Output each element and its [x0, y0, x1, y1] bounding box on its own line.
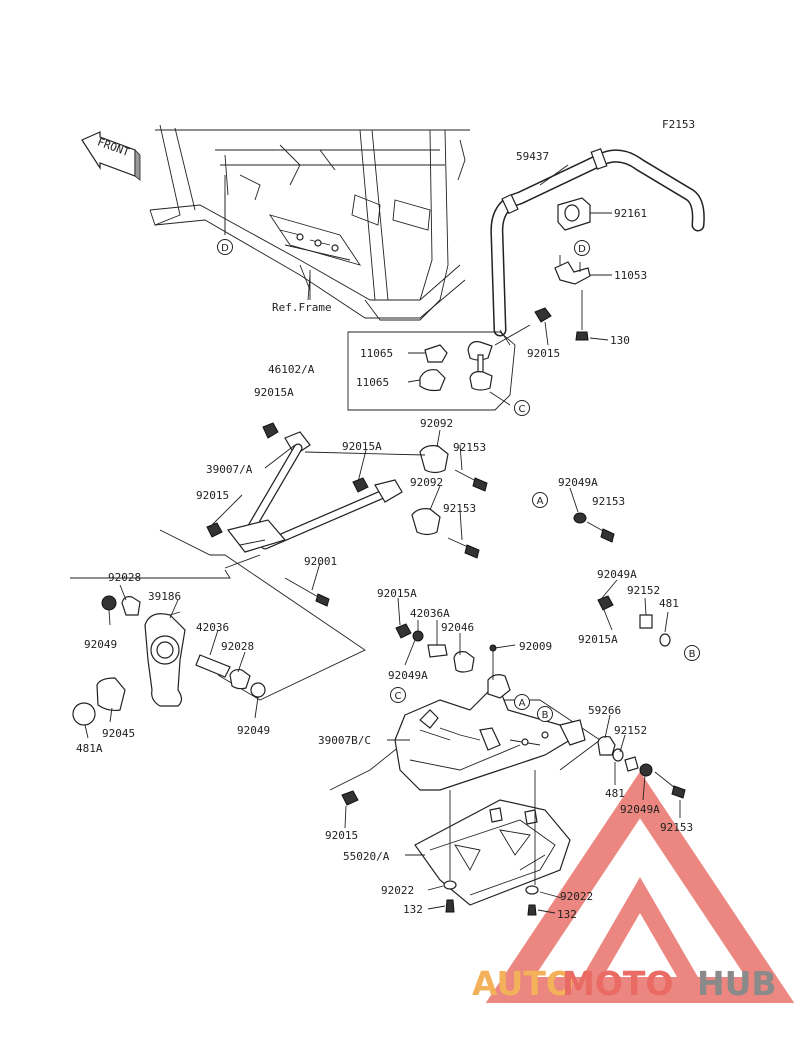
label-92045: 92045 [102, 727, 135, 740]
label-92092-b: 92092 [410, 476, 443, 489]
label-39186: 39186 [148, 590, 181, 603]
callout-b-right: B [684, 645, 700, 661]
svg-text:B: B [542, 710, 549, 721]
callout-d-clamp: D [574, 240, 590, 256]
label-92049a-b: 92049A [597, 568, 637, 581]
label-39007bc: 39007B/C [318, 734, 371, 747]
svg-text:A: A [537, 496, 544, 507]
leader-lines [84, 164, 681, 914]
label-11053: 11053 [614, 269, 647, 282]
label-92015-mid: 92015 [196, 489, 229, 502]
label-92153-a: 92153 [453, 441, 486, 454]
label-42036: 42036 [196, 621, 229, 634]
label-481-b: 481 [605, 787, 625, 800]
callout-b-lower: B [537, 706, 553, 722]
front-arrow-icon [81, 131, 141, 181]
frame-assembly [81, 124, 470, 321]
svg-text:HUB: HUB [697, 964, 777, 1003]
label-481-a: 481 [659, 597, 679, 610]
watermark-text: AUTO MOTO HUB [472, 964, 777, 1003]
lower-a-arm [394, 674, 586, 791]
svg-text:A: A [519, 698, 526, 709]
label-92015a-low: 92015A [377, 587, 417, 600]
label-39007a: 39007/A [206, 463, 253, 476]
label-130: 130 [610, 334, 630, 347]
stabilizer-link [419, 341, 511, 406]
svg-text:B: B [689, 649, 696, 660]
label-92022-b: 92022 [560, 890, 593, 903]
label-42036a: 42036A [410, 607, 450, 620]
watermark-logo [485, 771, 795, 1003]
svg-text:AUTO: AUTO [472, 964, 574, 1003]
callout-c-link: C [514, 400, 530, 416]
label-11065-a: 11065 [360, 347, 393, 360]
skid-plate [414, 799, 571, 906]
label-59266: 59266 [588, 704, 621, 717]
label-481a: 481A [76, 742, 103, 755]
label-92022-a: 92022 [381, 884, 414, 897]
svg-text:D: D [221, 243, 229, 254]
callout-a-lower: A [514, 694, 530, 710]
label-92049a-c: 92049A [388, 669, 428, 682]
svg-text:D: D [578, 244, 586, 255]
label-92049a-a: 92049A [558, 476, 598, 489]
label-92015-low: 92015 [325, 829, 358, 842]
bushing-92161 [557, 197, 591, 231]
stabilizer-bar [490, 148, 705, 346]
label-92153-d: 92153 [660, 821, 693, 834]
label-92001: 92001 [304, 555, 337, 568]
part-labels: F2153 FRONT Ref.Frame 59437 92161 11053 … [76, 118, 695, 921]
callout-c-lower: C [390, 687, 406, 703]
clamp-11053 [554, 255, 591, 341]
label-92015a-mid: 92015A [342, 440, 382, 453]
label-92153-c: 92153 [592, 495, 625, 508]
ref-frame-label: Ref.Frame [272, 301, 332, 314]
label-92009: 92009 [519, 640, 552, 653]
label-55020a: 55020/A [343, 850, 390, 863]
label-92015a-right: 92015A [578, 633, 618, 646]
label-132-a: 132 [403, 903, 423, 916]
label-132-b: 132 [557, 908, 577, 921]
label-46102a: 46102/A [268, 363, 315, 376]
label-92152-a: 92152 [627, 584, 660, 597]
label-92015-top: 92015 [527, 347, 560, 360]
callout-d-frame: D [217, 239, 233, 255]
label-92028-b: 92028 [221, 640, 254, 653]
label-92046: 92046 [441, 621, 474, 634]
svg-text:MOTO: MOTO [562, 964, 673, 1003]
callout-a-upper: A [532, 492, 548, 508]
svg-text:C: C [519, 404, 526, 415]
label-92028-a: 92028 [108, 571, 141, 584]
label-92049-a: 92049 [84, 638, 117, 651]
label-92161: 92161 [614, 207, 647, 220]
label-92153-b: 92153 [443, 502, 476, 515]
label-59437: 59437 [516, 150, 549, 163]
svg-text:C: C [395, 691, 402, 702]
knuckle [144, 611, 186, 707]
label-92049a-d: 92049A [620, 803, 660, 816]
label-92092-a: 92092 [420, 417, 453, 430]
ref-code: F2153 [662, 118, 695, 131]
label-92152-b: 92152 [614, 724, 647, 737]
upper-a-arm [226, 431, 449, 553]
label-11065-b: 11065 [356, 376, 389, 389]
label-92049-b: 92049 [237, 724, 270, 737]
label-92015a-top: 92015A [254, 386, 294, 399]
